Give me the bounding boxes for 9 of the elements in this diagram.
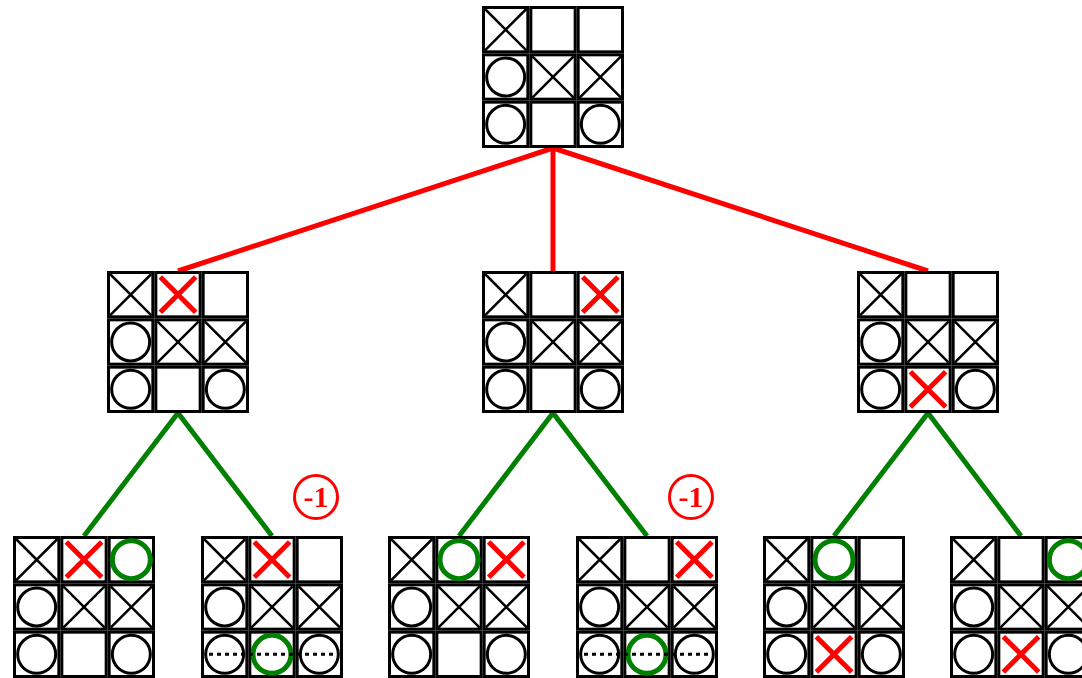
tree-edge [550,148,556,271]
tree-edge [176,411,274,538]
tree-edge [551,411,649,538]
tree-edge [82,411,180,538]
tree-edge [926,411,1023,538]
score-label: -1 [293,474,339,520]
score-label: -1 [668,474,714,520]
tree-edge [832,411,930,538]
tree-edge [457,411,555,538]
